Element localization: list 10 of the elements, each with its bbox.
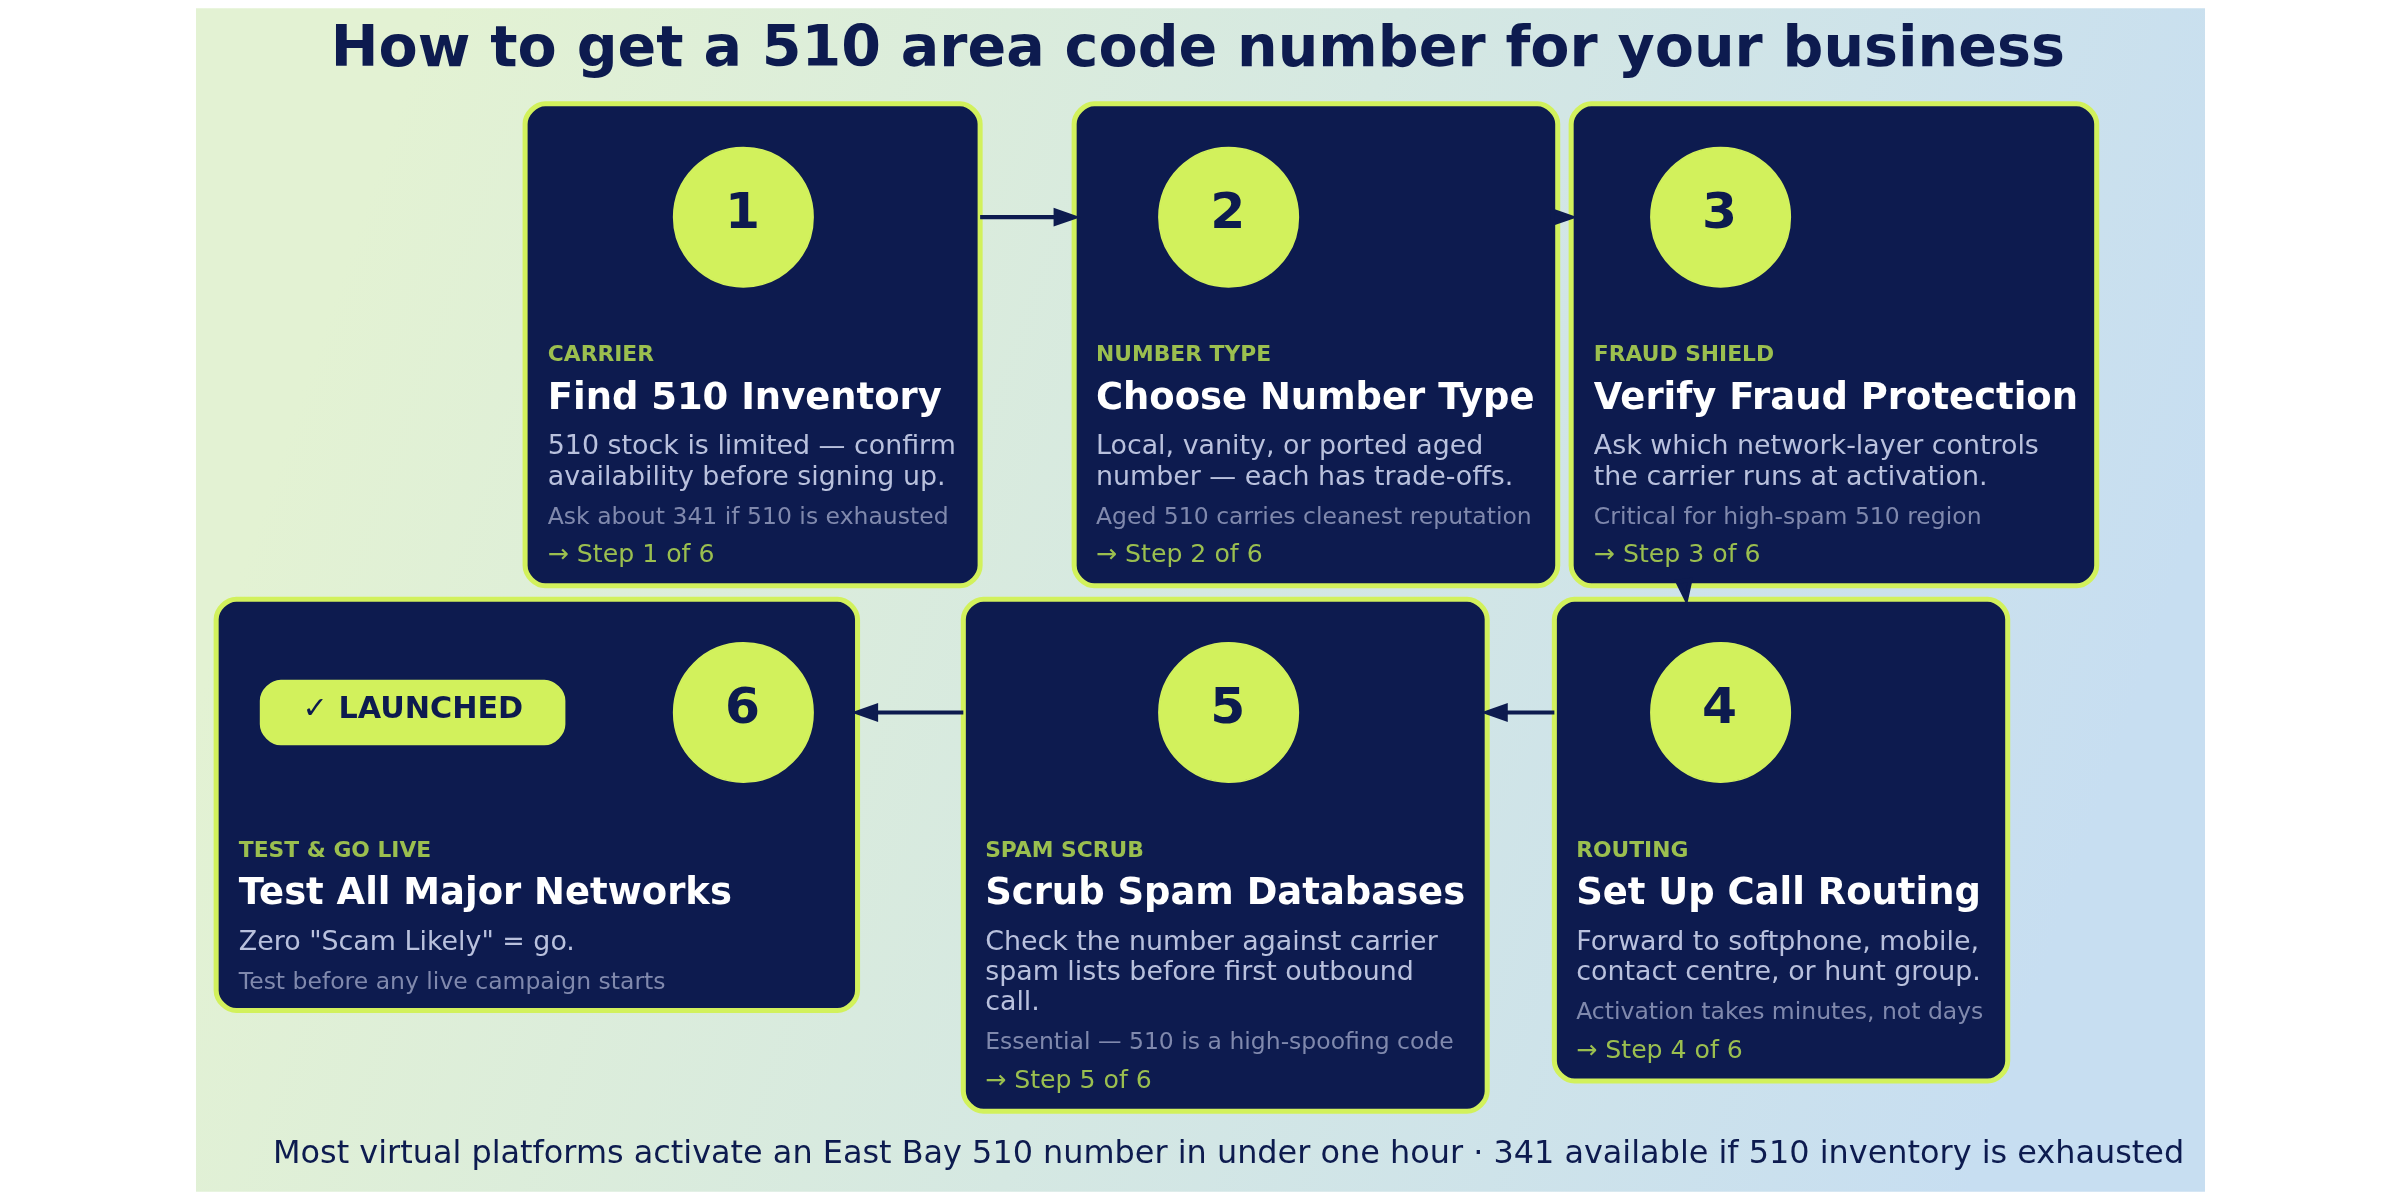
node-circle: 2: [1157, 146, 1299, 288]
arrow: [979, 207, 1080, 227]
node-circle: 6: [672, 642, 814, 783]
node-circle: 3: [1649, 146, 1791, 288]
node-circle: 4: [1649, 642, 1791, 783]
caption: Most virtual platforms activate an East Bay 510 number in under one hour · 341 available if 510 inventory is exhausted: [272, 1132, 2184, 1171]
node-box: ✓ LAUNCHED: [259, 679, 565, 746]
node-circle: 5: [1157, 642, 1299, 783]
node-circle: 1: [672, 146, 814, 288]
diagram-title: How to get a 510 area code number for your business: [330, 12, 2065, 79]
